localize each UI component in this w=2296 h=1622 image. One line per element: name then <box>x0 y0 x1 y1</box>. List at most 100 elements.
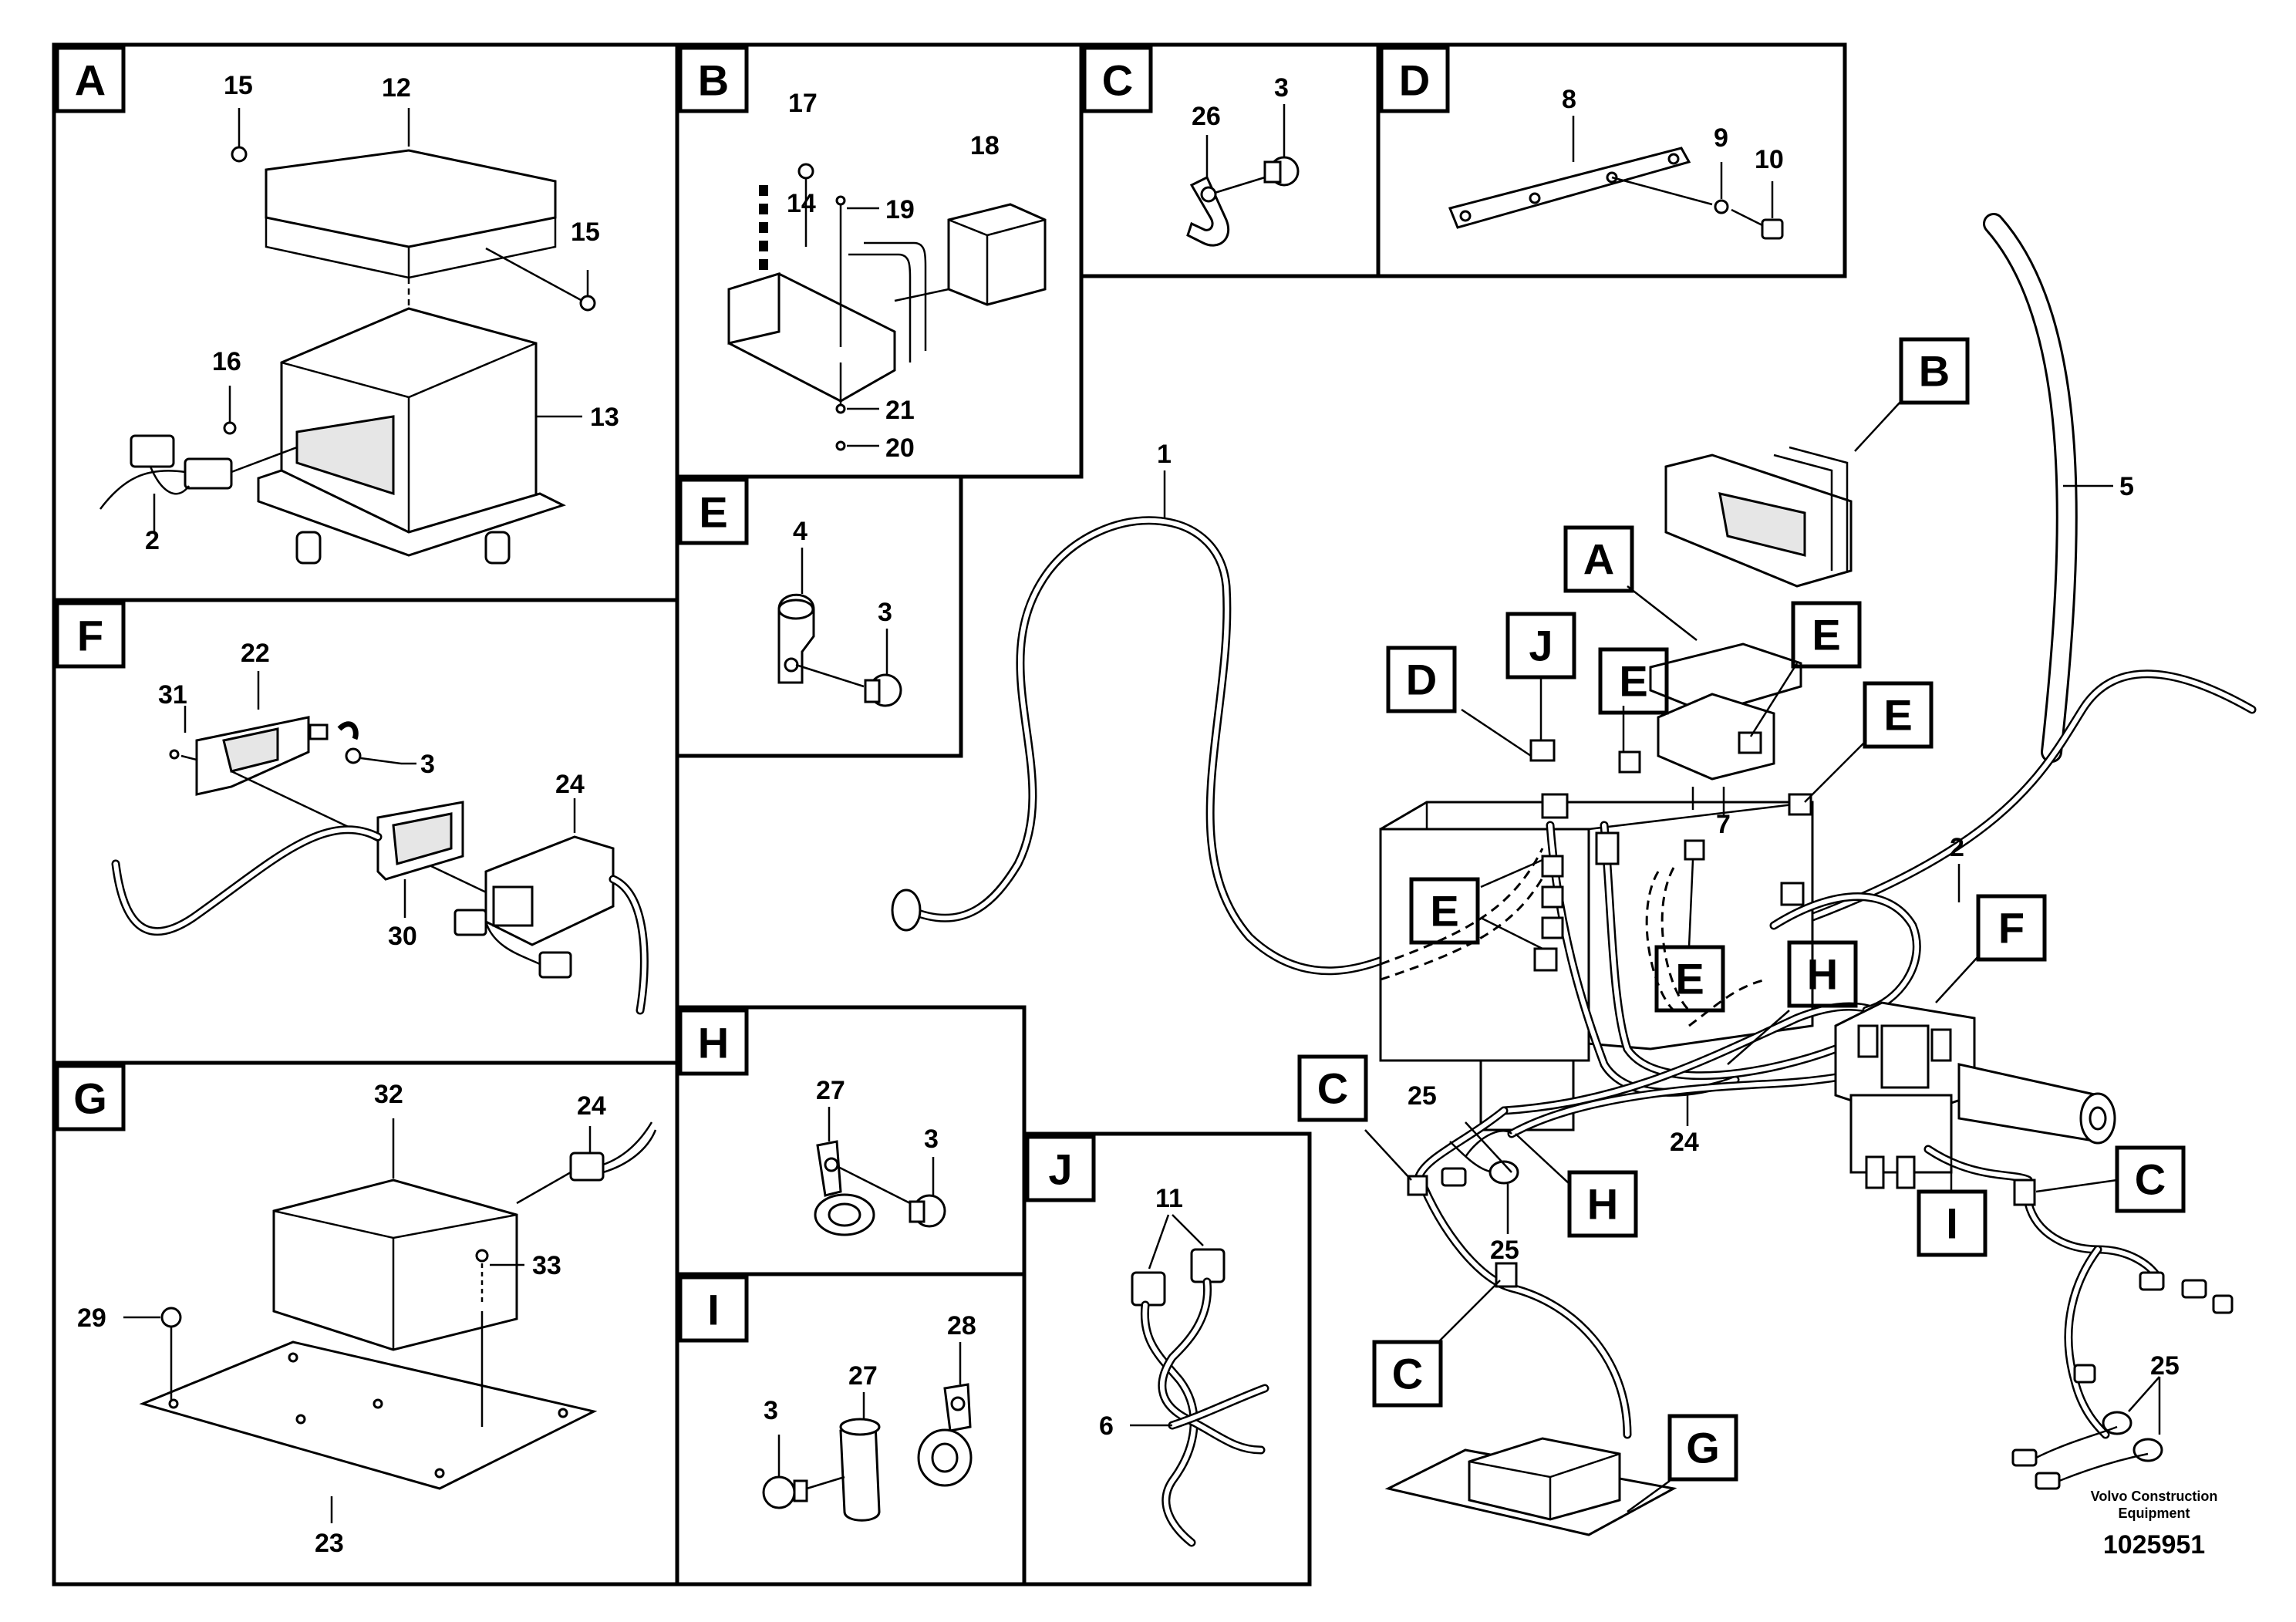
svg-text:E: E <box>1883 691 1912 740</box>
svg-text:A: A <box>1583 535 1614 584</box>
label-11: 11 <box>1155 1184 1183 1213</box>
panel-letter-A: A <box>55 46 126 113</box>
label-27: 27 <box>848 1361 878 1391</box>
label-20: 20 <box>885 433 915 463</box>
main-labels: 1 5 7 2 25 24 25 25 <box>1157 440 2180 1381</box>
callout-J: J <box>1505 612 1576 740</box>
label-2: 2 <box>1950 833 1964 862</box>
callout-C: C <box>2035 1145 2186 1213</box>
svg-text:C: C <box>2135 1155 2166 1204</box>
label-25: 25 <box>1490 1236 1519 1265</box>
callout-H: H <box>1727 940 1858 1065</box>
label-1: 1 <box>1157 440 1172 469</box>
svg-text:E: E <box>1675 955 1704 1003</box>
svg-text:E: E <box>699 488 727 537</box>
svg-text:G: G <box>73 1074 107 1123</box>
callout-E: E <box>1409 858 1543 950</box>
callout-C: C <box>1297 1054 1412 1181</box>
label-3: 3 <box>1274 73 1289 103</box>
svg-text:H: H <box>698 1019 729 1067</box>
panel-letter-E: E <box>678 477 749 545</box>
svg-text:J: J <box>1529 622 1553 670</box>
panel-letter-G: G <box>55 1064 126 1131</box>
label-24: 24 <box>577 1091 606 1121</box>
callout-E: E <box>1804 681 1934 803</box>
panel-letter-H: H <box>678 1008 749 1076</box>
panel-h-drawing: 27 3 <box>814 1076 946 1236</box>
label-33: 33 <box>532 1251 561 1280</box>
label-2: 2 <box>145 526 160 555</box>
callout-I: I <box>1917 1134 1988 1257</box>
callout-H: H <box>1515 1133 1638 1238</box>
label-4: 4 <box>793 517 807 546</box>
svg-text:I: I <box>707 1286 720 1334</box>
label-9: 9 <box>1714 123 1728 153</box>
panel-letter-F: F <box>55 601 126 669</box>
svg-text:D: D <box>1399 56 1430 105</box>
label-24: 24 <box>555 770 585 799</box>
panel-a-drawing: 15 12 15 16 13 2 <box>99 71 619 565</box>
svg-text:C: C <box>1392 1350 1423 1398</box>
label-24: 24 <box>1670 1128 1699 1157</box>
label-14: 14 <box>787 189 816 218</box>
svg-text:B: B <box>1919 347 1950 396</box>
panel-letter-D: D <box>1379 46 1450 113</box>
main-assembly <box>891 213 2257 1536</box>
label-15: 15 <box>224 71 253 100</box>
label-30: 30 <box>388 922 417 951</box>
label-10: 10 <box>1755 145 1784 174</box>
panel-e-drawing: 4 3 <box>777 517 902 707</box>
label-17: 17 <box>788 89 818 118</box>
label-7: 7 <box>1716 810 1731 839</box>
callout-A: A <box>1563 525 1698 641</box>
svg-text:E: E <box>1430 887 1458 936</box>
brand-line-1: Volvo Construction <box>2091 1489 2218 1504</box>
label-3: 3 <box>764 1396 778 1425</box>
label-3: 3 <box>878 598 892 627</box>
callout-E: E <box>1654 859 1725 1013</box>
svg-text:E: E <box>1812 611 1840 659</box>
svg-text:F: F <box>1998 904 2025 953</box>
label-8: 8 <box>1562 85 1576 114</box>
callout-E: E <box>1749 601 1862 737</box>
main-callouts: B A D J E E E <box>1297 337 2186 1513</box>
panel-b-drawing: 17 18 14 19 21 20 <box>727 89 1047 463</box>
panel-d-drawing: 8 9 10 <box>1448 85 1784 240</box>
panel-c-drawing: 26 3 <box>1186 73 1300 247</box>
panel-i-drawing: 3 27 28 <box>762 1311 976 1522</box>
label-12: 12 <box>382 73 411 103</box>
label-6: 6 <box>1099 1411 1114 1441</box>
panel-letter-C: C <box>1082 46 1153 113</box>
svg-text:C: C <box>1102 56 1133 105</box>
panel-letter-B: B <box>678 46 749 113</box>
label-31: 31 <box>158 680 187 710</box>
callout-B: B <box>1854 337 1970 452</box>
svg-text:G: G <box>1686 1424 1720 1472</box>
label-3: 3 <box>420 750 435 779</box>
label-5: 5 <box>2119 472 2134 501</box>
label-16: 16 <box>212 347 241 376</box>
callout-E: E <box>1598 647 1669 752</box>
label-32: 32 <box>374 1080 403 1109</box>
callout-D: D <box>1386 646 1532 757</box>
callout-F: F <box>1935 894 2047 1003</box>
brand-line-2: Equipment <box>2119 1506 2190 1521</box>
callout-C: C <box>1372 1280 1501 1408</box>
svg-text:F: F <box>77 612 103 660</box>
panel-f-drawing: 22 31 3 24 30 <box>111 639 649 1015</box>
svg-text:J: J <box>1048 1145 1072 1194</box>
label-3: 3 <box>924 1125 939 1154</box>
label-13: 13 <box>590 403 619 432</box>
panel-frames <box>52 42 1847 1587</box>
label-26: 26 <box>1192 102 1221 131</box>
label-29: 29 <box>77 1303 106 1333</box>
svg-text:B: B <box>698 56 729 105</box>
callout-G: G <box>1627 1414 1738 1513</box>
panel-letter-I: I <box>678 1275 749 1343</box>
svg-text:I: I <box>1946 1199 1958 1248</box>
svg-text:A: A <box>75 56 106 105</box>
label-25: 25 <box>2150 1351 2180 1381</box>
panel-j-drawing: 11 6 <box>1099 1184 1269 1547</box>
svg-text:H: H <box>1587 1180 1618 1229</box>
footer: Volvo Construction Equipment 1025951 <box>2091 1489 2218 1560</box>
